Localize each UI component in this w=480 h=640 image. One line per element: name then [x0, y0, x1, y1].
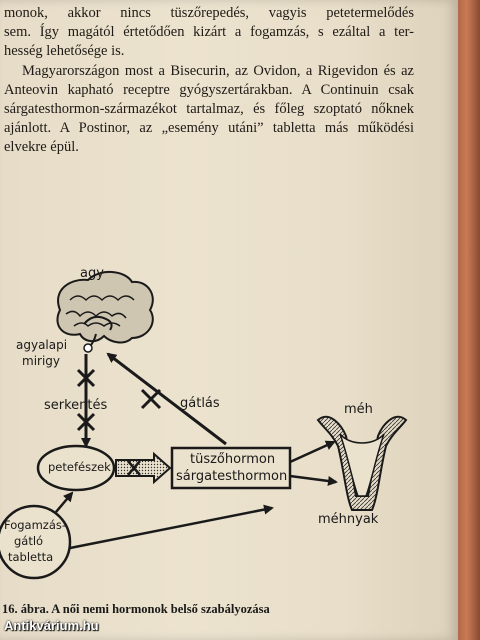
- book-cover-edge: [458, 0, 480, 640]
- label-agyalapi-1: agyalapi: [16, 338, 68, 352]
- label-agyalapi-2: mirigy: [22, 354, 61, 368]
- block-mark-2: [140, 388, 162, 410]
- label-tabletta-1: Fogamzás-: [4, 518, 67, 532]
- label-tabletta-2: gátló: [14, 534, 44, 548]
- text-line-3: hesség lehetősége is.: [4, 43, 125, 60]
- ovary-shape: [36, 444, 116, 492]
- label-petefeszek: petefészek: [48, 460, 111, 474]
- label-gatlas: gátlás: [180, 396, 220, 411]
- block-mark-1: [76, 368, 96, 388]
- block-mark-3: [76, 412, 96, 432]
- body-text: monok, akkor nincs tüszőrepedés, vagyis …: [4, 4, 414, 158]
- label-tabletta-3: tabletta: [8, 550, 54, 564]
- pill-circle: [0, 504, 72, 580]
- label-serkentes: serkentés: [44, 398, 108, 413]
- book-page: monok, akkor nincs tüszőrepedés, vagyis …: [0, 0, 458, 640]
- label-mehnyak: méhnyak: [318, 512, 379, 527]
- diagram-drawing: [0, 271, 408, 580]
- label-hormon-2: sárgatesthormon: [176, 469, 288, 484]
- figure-caption: 16. ábra. A női nemi hormonok belső szab…: [2, 602, 270, 616]
- transfer-arrow: [115, 451, 172, 485]
- paragraph-2: Magyarországon most a Bisecurin, az Ovid…: [4, 62, 414, 156]
- label-hormon-1: tüszőhormon: [190, 452, 276, 467]
- label-agy: agy: [80, 266, 104, 281]
- watermark: Antikvárium.hu: [4, 618, 99, 633]
- label-meh: méh: [344, 402, 373, 417]
- text-line-2: sem. Így magától értetődően kizárt a fog…: [4, 24, 414, 41]
- hormone-diagram: agy agyalapi mirigy serkentés gátlás méh…: [0, 250, 458, 595]
- hormone-box: [170, 446, 292, 490]
- uterus-icon: [316, 415, 408, 511]
- brain-icon: [56, 271, 154, 353]
- text-line-1: monok, akkor nincs tüszőrepedés, vagyis …: [4, 5, 414, 21]
